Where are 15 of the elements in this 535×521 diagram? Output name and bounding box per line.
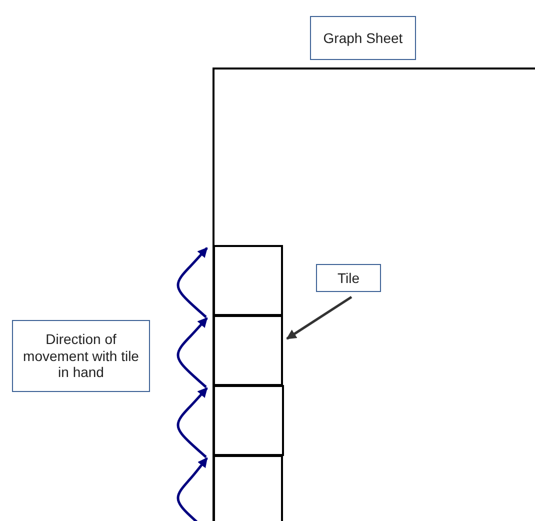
- wavy-arrow: [176, 457, 208, 521]
- wavy-arrow: [176, 317, 208, 388]
- leader-arrow: [286, 296, 352, 340]
- tile-box: [213, 385, 284, 456]
- label-text: Tile: [337, 270, 360, 286]
- wavy-arrow: [176, 387, 208, 458]
- wavy-arrow: [176, 247, 208, 318]
- tile-box: [213, 245, 283, 316]
- label-box: [12, 320, 150, 392]
- label-text: Graph Sheet: [323, 30, 403, 46]
- label-text: Direction of movement with tile in hand: [22, 330, 140, 382]
- tile-box: [213, 455, 283, 521]
- label-box: [310, 16, 416, 60]
- tile-box: [213, 315, 283, 386]
- label-box: [316, 264, 381, 292]
